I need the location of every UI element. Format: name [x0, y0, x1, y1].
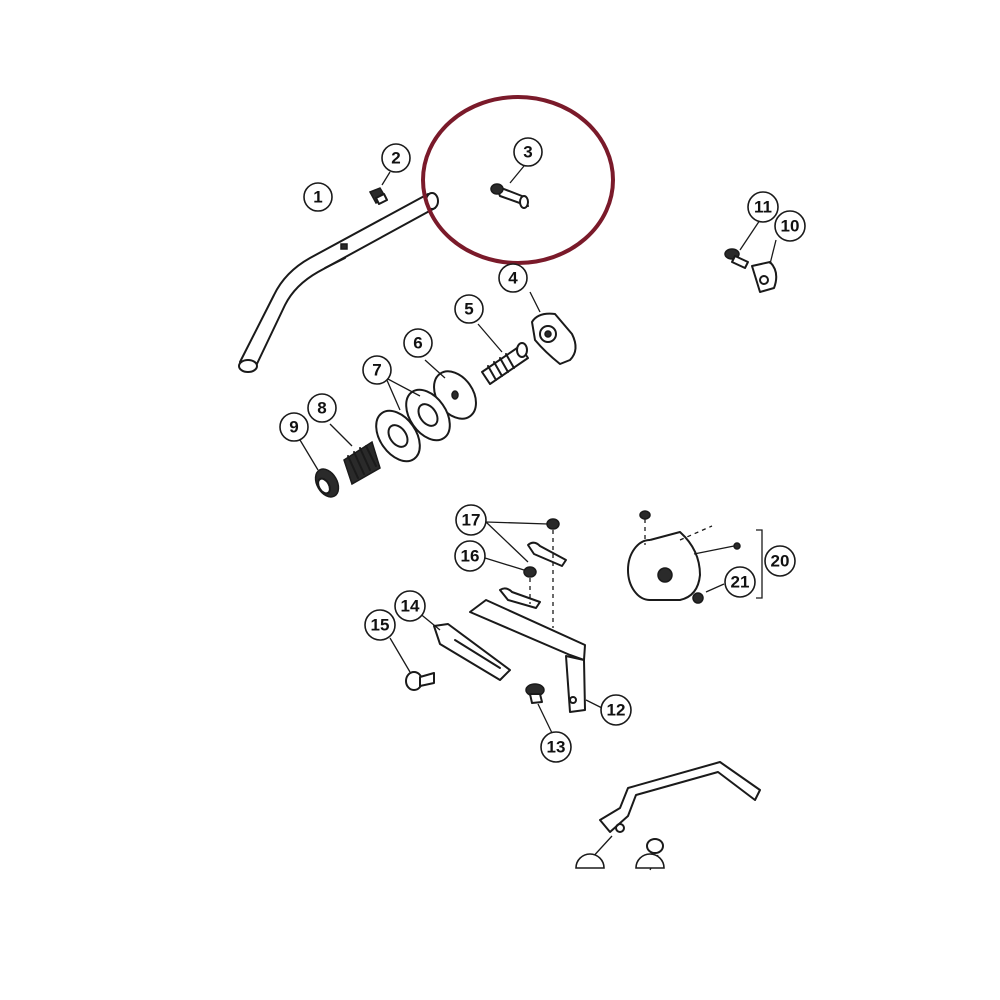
callout-16: 16	[454, 540, 486, 572]
part-1-arm	[238, 192, 439, 373]
part-12-guide-bracket	[469, 599, 603, 713]
callout-17-label: 17	[462, 511, 481, 530]
callout-11: 11	[747, 191, 779, 223]
callout-3-label: 3	[523, 143, 532, 162]
callout-6: 6	[403, 328, 433, 358]
callout-3: 3	[513, 137, 543, 167]
callout-partial-left	[575, 853, 605, 869]
callout-8: 8	[307, 393, 337, 423]
callout-8-label: 8	[317, 399, 326, 418]
callout-5-label: 5	[464, 300, 473, 319]
callout-partial-right	[635, 853, 665, 869]
callout-13: 13	[540, 731, 572, 763]
part-15-screw	[389, 637, 435, 691]
callout-2: 2	[381, 143, 411, 173]
part-14-guide-plate	[417, 611, 511, 681]
highlight-circle	[421, 95, 615, 265]
callout-21-label: 21	[731, 573, 750, 592]
part-9-knurled-nut	[299, 439, 340, 498]
part-10-bracket	[751, 239, 778, 293]
callout-10: 10	[774, 210, 806, 242]
part-4-tension-plate	[529, 291, 577, 365]
callout-16-label: 16	[461, 547, 480, 566]
callout-9-label: 9	[289, 418, 298, 437]
callout-1: 1	[303, 182, 333, 212]
callout-6-label: 6	[413, 334, 422, 353]
callout-14-label: 14	[401, 597, 420, 616]
callout-11-label: 11	[754, 198, 772, 217]
part-2-set-screw	[368, 171, 391, 205]
part-17-screw-and-clip	[485, 518, 567, 628]
callout-2-label: 2	[391, 149, 400, 168]
callout-4-label: 4	[508, 269, 518, 288]
callout-17: 17	[455, 504, 487, 536]
callout-1-label: 1	[313, 188, 322, 207]
part-8-tension-spring	[329, 423, 381, 486]
callout-15-label: 15	[371, 616, 390, 635]
callout-5: 5	[454, 294, 484, 324]
part-7-tension-discs	[375, 377, 451, 463]
lower-bracket	[589, 761, 761, 871]
callout-13-label: 13	[547, 738, 566, 757]
callout-21: 21	[724, 566, 756, 598]
part-13-screw	[525, 683, 553, 734]
callout-20: 20	[764, 545, 796, 577]
part-20-motor-assembly	[627, 510, 763, 601]
callout-10-label: 10	[781, 217, 800, 236]
callout-12: 12	[600, 694, 632, 726]
part-5-threaded-stud	[477, 323, 529, 385]
callout-4: 4	[498, 263, 528, 293]
callout-15: 15	[364, 609, 396, 641]
callout-7: 7	[362, 355, 392, 385]
callout-9: 9	[279, 412, 309, 442]
part-16-clip	[484, 557, 541, 609]
callout-7-label: 7	[372, 361, 381, 380]
callout-20-label: 20	[771, 552, 790, 571]
callout-12-label: 12	[607, 701, 626, 720]
callout-14: 14	[394, 590, 426, 622]
part-21-screw	[692, 583, 725, 604]
part-11-screw	[724, 219, 761, 269]
part-3-stud-pin	[490, 165, 529, 209]
